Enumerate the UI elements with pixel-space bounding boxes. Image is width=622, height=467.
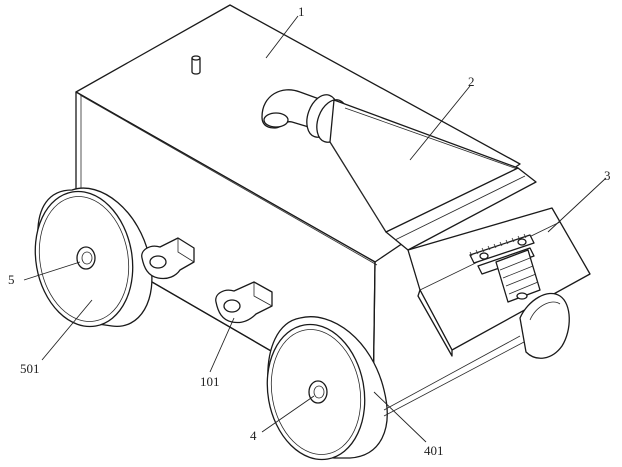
gear-icon	[469, 233, 541, 303]
front-wheel	[266, 316, 388, 461]
label-3: 3	[604, 168, 611, 183]
nozzle-assembly	[261, 89, 537, 251]
label-101: 101	[200, 374, 220, 389]
leader-lines	[23, 15, 607, 443]
label-4: 4	[250, 428, 257, 443]
label-1: 1	[298, 4, 305, 19]
hook-left	[141, 237, 195, 280]
label-401: 401	[424, 443, 444, 458]
hook-center	[215, 281, 273, 324]
label-501: 501	[20, 361, 40, 376]
gear-plate	[407, 207, 591, 357]
left-wheel	[34, 187, 153, 328]
rear-right-wheel	[519, 292, 570, 359]
label-2: 2	[468, 74, 475, 89]
top-pin	[191, 55, 201, 75]
label-5: 5	[8, 272, 15, 287]
